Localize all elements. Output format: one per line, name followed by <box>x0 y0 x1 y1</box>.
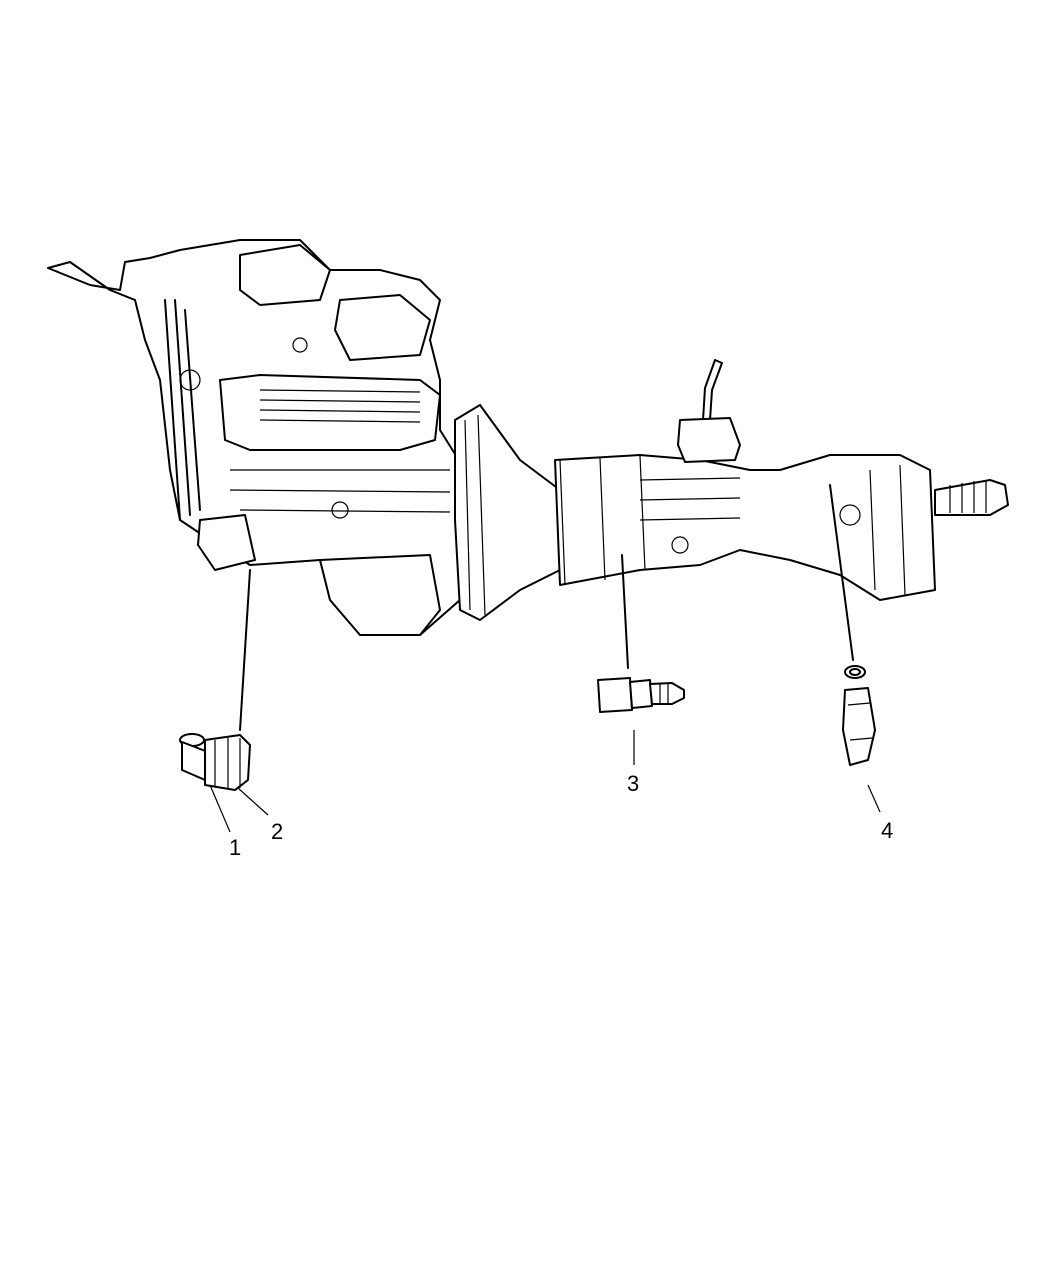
leader-line-4 <box>867 784 881 813</box>
callout-3: 3 <box>627 771 639 796</box>
callout-1: 1 <box>229 835 241 860</box>
leader-line-2 <box>237 787 269 816</box>
sensor-part-1-2 <box>179 569 269 833</box>
callout-4: 4 <box>881 818 893 843</box>
callout-2: 2 <box>271 819 283 844</box>
leader-line-1 <box>209 784 231 833</box>
sensor-part-3 <box>597 554 685 765</box>
engine-assembly <box>47 239 561 636</box>
leader-line-part-4-up <box>829 484 854 661</box>
leader-line-part-3-up <box>621 554 629 669</box>
leader-line-part-1-2 <box>239 569 251 731</box>
sensor-part-4 <box>829 484 881 813</box>
